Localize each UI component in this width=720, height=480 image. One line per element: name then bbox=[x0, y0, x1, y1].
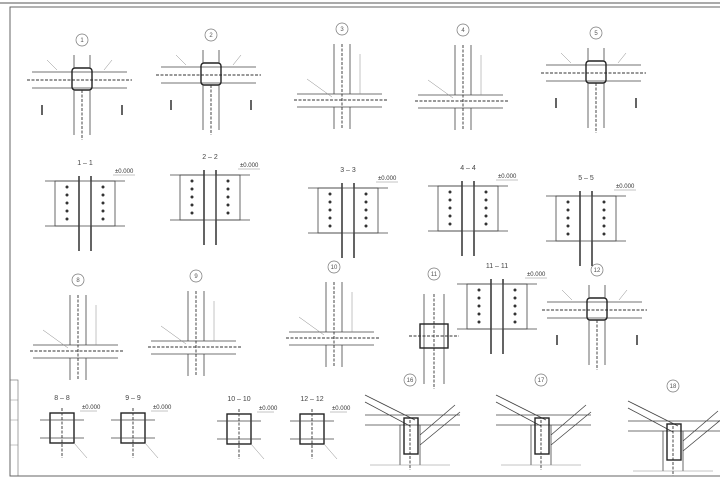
detail-marker-circle bbox=[666, 379, 680, 393]
elevation-mark: ±0.000 bbox=[527, 272, 546, 278]
drawing-frame bbox=[9, 6, 720, 477]
detail-label: 12 – 12 bbox=[300, 396, 323, 403]
detail-9: 9 bbox=[148, 269, 241, 376]
detail-label: 4 bbox=[461, 28, 465, 34]
detail-3: 3 bbox=[294, 22, 387, 129]
detail-marker-circle bbox=[335, 22, 349, 36]
detail-label: 16 bbox=[407, 378, 414, 384]
detail-22: 2 – 2 ±0.000 bbox=[170, 154, 260, 245]
detail-label: 3 bbox=[340, 27, 344, 33]
detail-label: 9 bbox=[194, 274, 198, 280]
detail-marker-circle bbox=[456, 23, 470, 37]
detail-label: 10 bbox=[331, 265, 338, 271]
elevation-mark: ±0.000 bbox=[240, 163, 259, 169]
elevation-mark: ±0.000 bbox=[153, 405, 172, 411]
detail-label: 12 bbox=[594, 268, 601, 274]
detail-label: 2 bbox=[209, 33, 213, 39]
detail-99: 9 – 9 ±0.000 bbox=[111, 395, 172, 459]
detail-label: 4 – 4 bbox=[460, 165, 476, 172]
detail-label: 8 – 8 bbox=[54, 395, 70, 402]
detail-11: 11 bbox=[409, 267, 459, 389]
detail-marker-circle bbox=[71, 273, 85, 287]
detail-11: 1 – 1 ±0.000 bbox=[45, 160, 135, 251]
detail-label: 3 – 3 bbox=[340, 167, 356, 174]
detail-label: 1 – 1 bbox=[77, 160, 93, 167]
detail-4: 4 bbox=[415, 23, 508, 130]
detail-marker-circle bbox=[534, 373, 548, 387]
detail-10: 10 bbox=[286, 260, 379, 367]
detail-8: 8 bbox=[30, 273, 123, 380]
detail-12: 12 bbox=[542, 263, 647, 370]
detail-label: 8 bbox=[76, 278, 80, 284]
elevation-mark: ±0.000 bbox=[259, 406, 278, 412]
elevation-mark: ±0.000 bbox=[82, 405, 101, 411]
detail-55: 5 – 5 ±0.000 bbox=[546, 175, 636, 266]
detail-marker-circle bbox=[590, 263, 604, 277]
detail-marker-circle bbox=[75, 33, 89, 47]
detail-marker-circle bbox=[427, 267, 441, 281]
detail-88: 8 – 8 ±0.000 bbox=[40, 395, 101, 459]
detail-label: 11 bbox=[431, 272, 438, 278]
detail-marker-circle bbox=[327, 260, 341, 274]
detail-label: 10 – 10 bbox=[227, 396, 250, 403]
detail-label: 2 – 2 bbox=[202, 154, 218, 161]
detail-1111: 11 – 11 ±0.000 bbox=[457, 263, 547, 354]
elevation-mark: ±0.000 bbox=[498, 174, 517, 180]
detail-2: 2 bbox=[156, 28, 261, 135]
detail-label: 1 bbox=[80, 38, 84, 44]
detail-marker-circle bbox=[204, 28, 218, 42]
elevation-mark: ±0.000 bbox=[332, 406, 351, 412]
detail-label: 17 bbox=[538, 378, 545, 384]
detail-44: 4 – 4 ±0.000 bbox=[428, 165, 518, 256]
detail-marker-circle bbox=[189, 269, 203, 283]
detail-label: 18 bbox=[670, 384, 677, 390]
detail-label: 9 – 9 bbox=[125, 395, 141, 402]
elevation-mark: ±0.000 bbox=[378, 176, 397, 182]
title-block-strip bbox=[9, 379, 19, 477]
detail-marker-circle bbox=[403, 373, 417, 387]
elevation-mark: ±0.000 bbox=[616, 184, 635, 190]
detail-17: 17 bbox=[495, 373, 592, 470]
detail-label: 5 – 5 bbox=[578, 175, 594, 182]
elevation-mark: ±0.000 bbox=[115, 169, 134, 175]
detail-1: 1 bbox=[27, 33, 132, 140]
detail-marker-circle bbox=[589, 26, 603, 40]
detail-33: 3 – 3 ±0.000 bbox=[308, 167, 398, 258]
detail-1010: 10 – 10 ±0.000 bbox=[217, 396, 278, 460]
detail-16: 16 bbox=[364, 373, 461, 470]
detail-1212: 12 – 12 ±0.000 bbox=[290, 396, 351, 460]
detail-5: 5 bbox=[541, 26, 646, 133]
detail-label: 5 bbox=[594, 31, 598, 37]
detail-label: 11 – 11 bbox=[486, 263, 508, 270]
detail-18: 18 bbox=[627, 379, 720, 476]
